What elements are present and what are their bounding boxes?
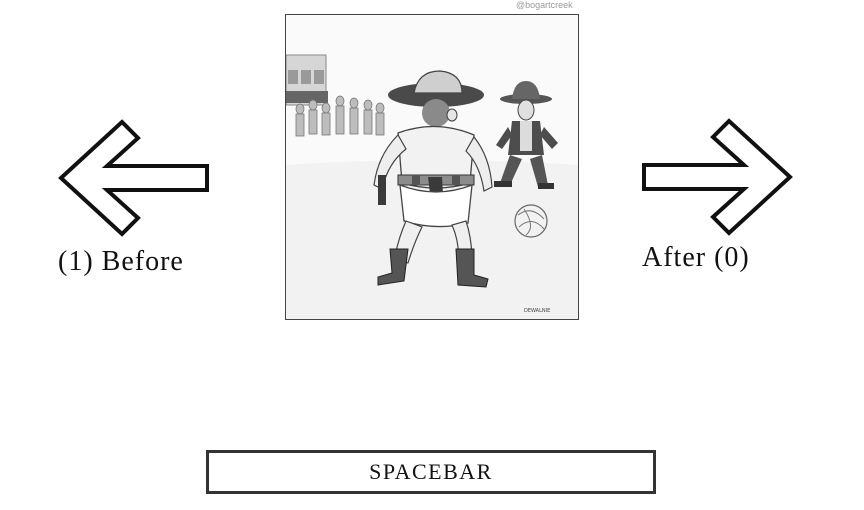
next-arrow-icon[interactable] xyxy=(641,118,793,236)
cartoon-signature: DEWALNIE xyxy=(524,308,550,314)
background-crowd xyxy=(295,95,385,137)
opponent-cowboy xyxy=(494,81,558,189)
western-duel-illustration: DEWALNIE xyxy=(286,15,578,319)
cartoon-credit: @bogartcreek xyxy=(516,0,573,10)
before-label: (1) Before xyxy=(58,246,184,277)
previous-arrow-icon[interactable] xyxy=(58,119,210,237)
foreground-cowboy xyxy=(373,70,493,288)
background-saloon xyxy=(286,54,328,106)
after-label: After (0) xyxy=(642,242,750,273)
tumbleweed xyxy=(514,204,548,238)
spacebar-button[interactable]: SPACEBAR xyxy=(206,450,656,494)
cartoon-image: DEWALNIE xyxy=(285,14,579,320)
